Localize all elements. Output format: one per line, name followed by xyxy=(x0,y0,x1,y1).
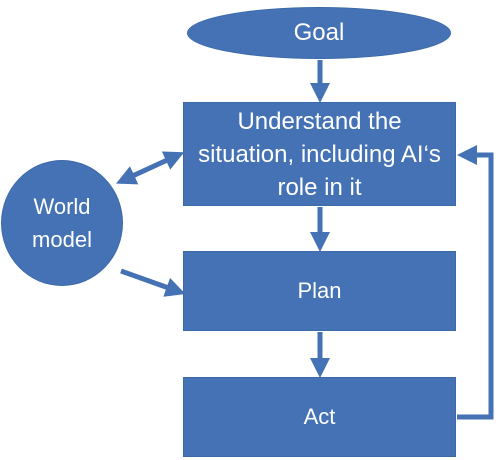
understand-node: Understand the situation, including AI‘s… xyxy=(183,102,456,206)
act-node: Act xyxy=(183,377,456,457)
goal-node: Goal xyxy=(187,7,451,59)
arrow-world-model-understand xyxy=(116,151,185,185)
understand-label: Understand the situation, including AI‘s… xyxy=(198,107,441,201)
act-label: Act xyxy=(303,404,336,429)
world-model-node: World model xyxy=(1,160,123,286)
world-model-label: World model xyxy=(32,194,92,252)
plan-node: Plan xyxy=(183,251,456,331)
goal-label: Goal xyxy=(293,19,345,46)
plan-label: Plan xyxy=(297,278,342,303)
arrow-world-model-to-plan xyxy=(120,268,186,297)
arrow-act-loop-to-understand xyxy=(457,145,494,420)
